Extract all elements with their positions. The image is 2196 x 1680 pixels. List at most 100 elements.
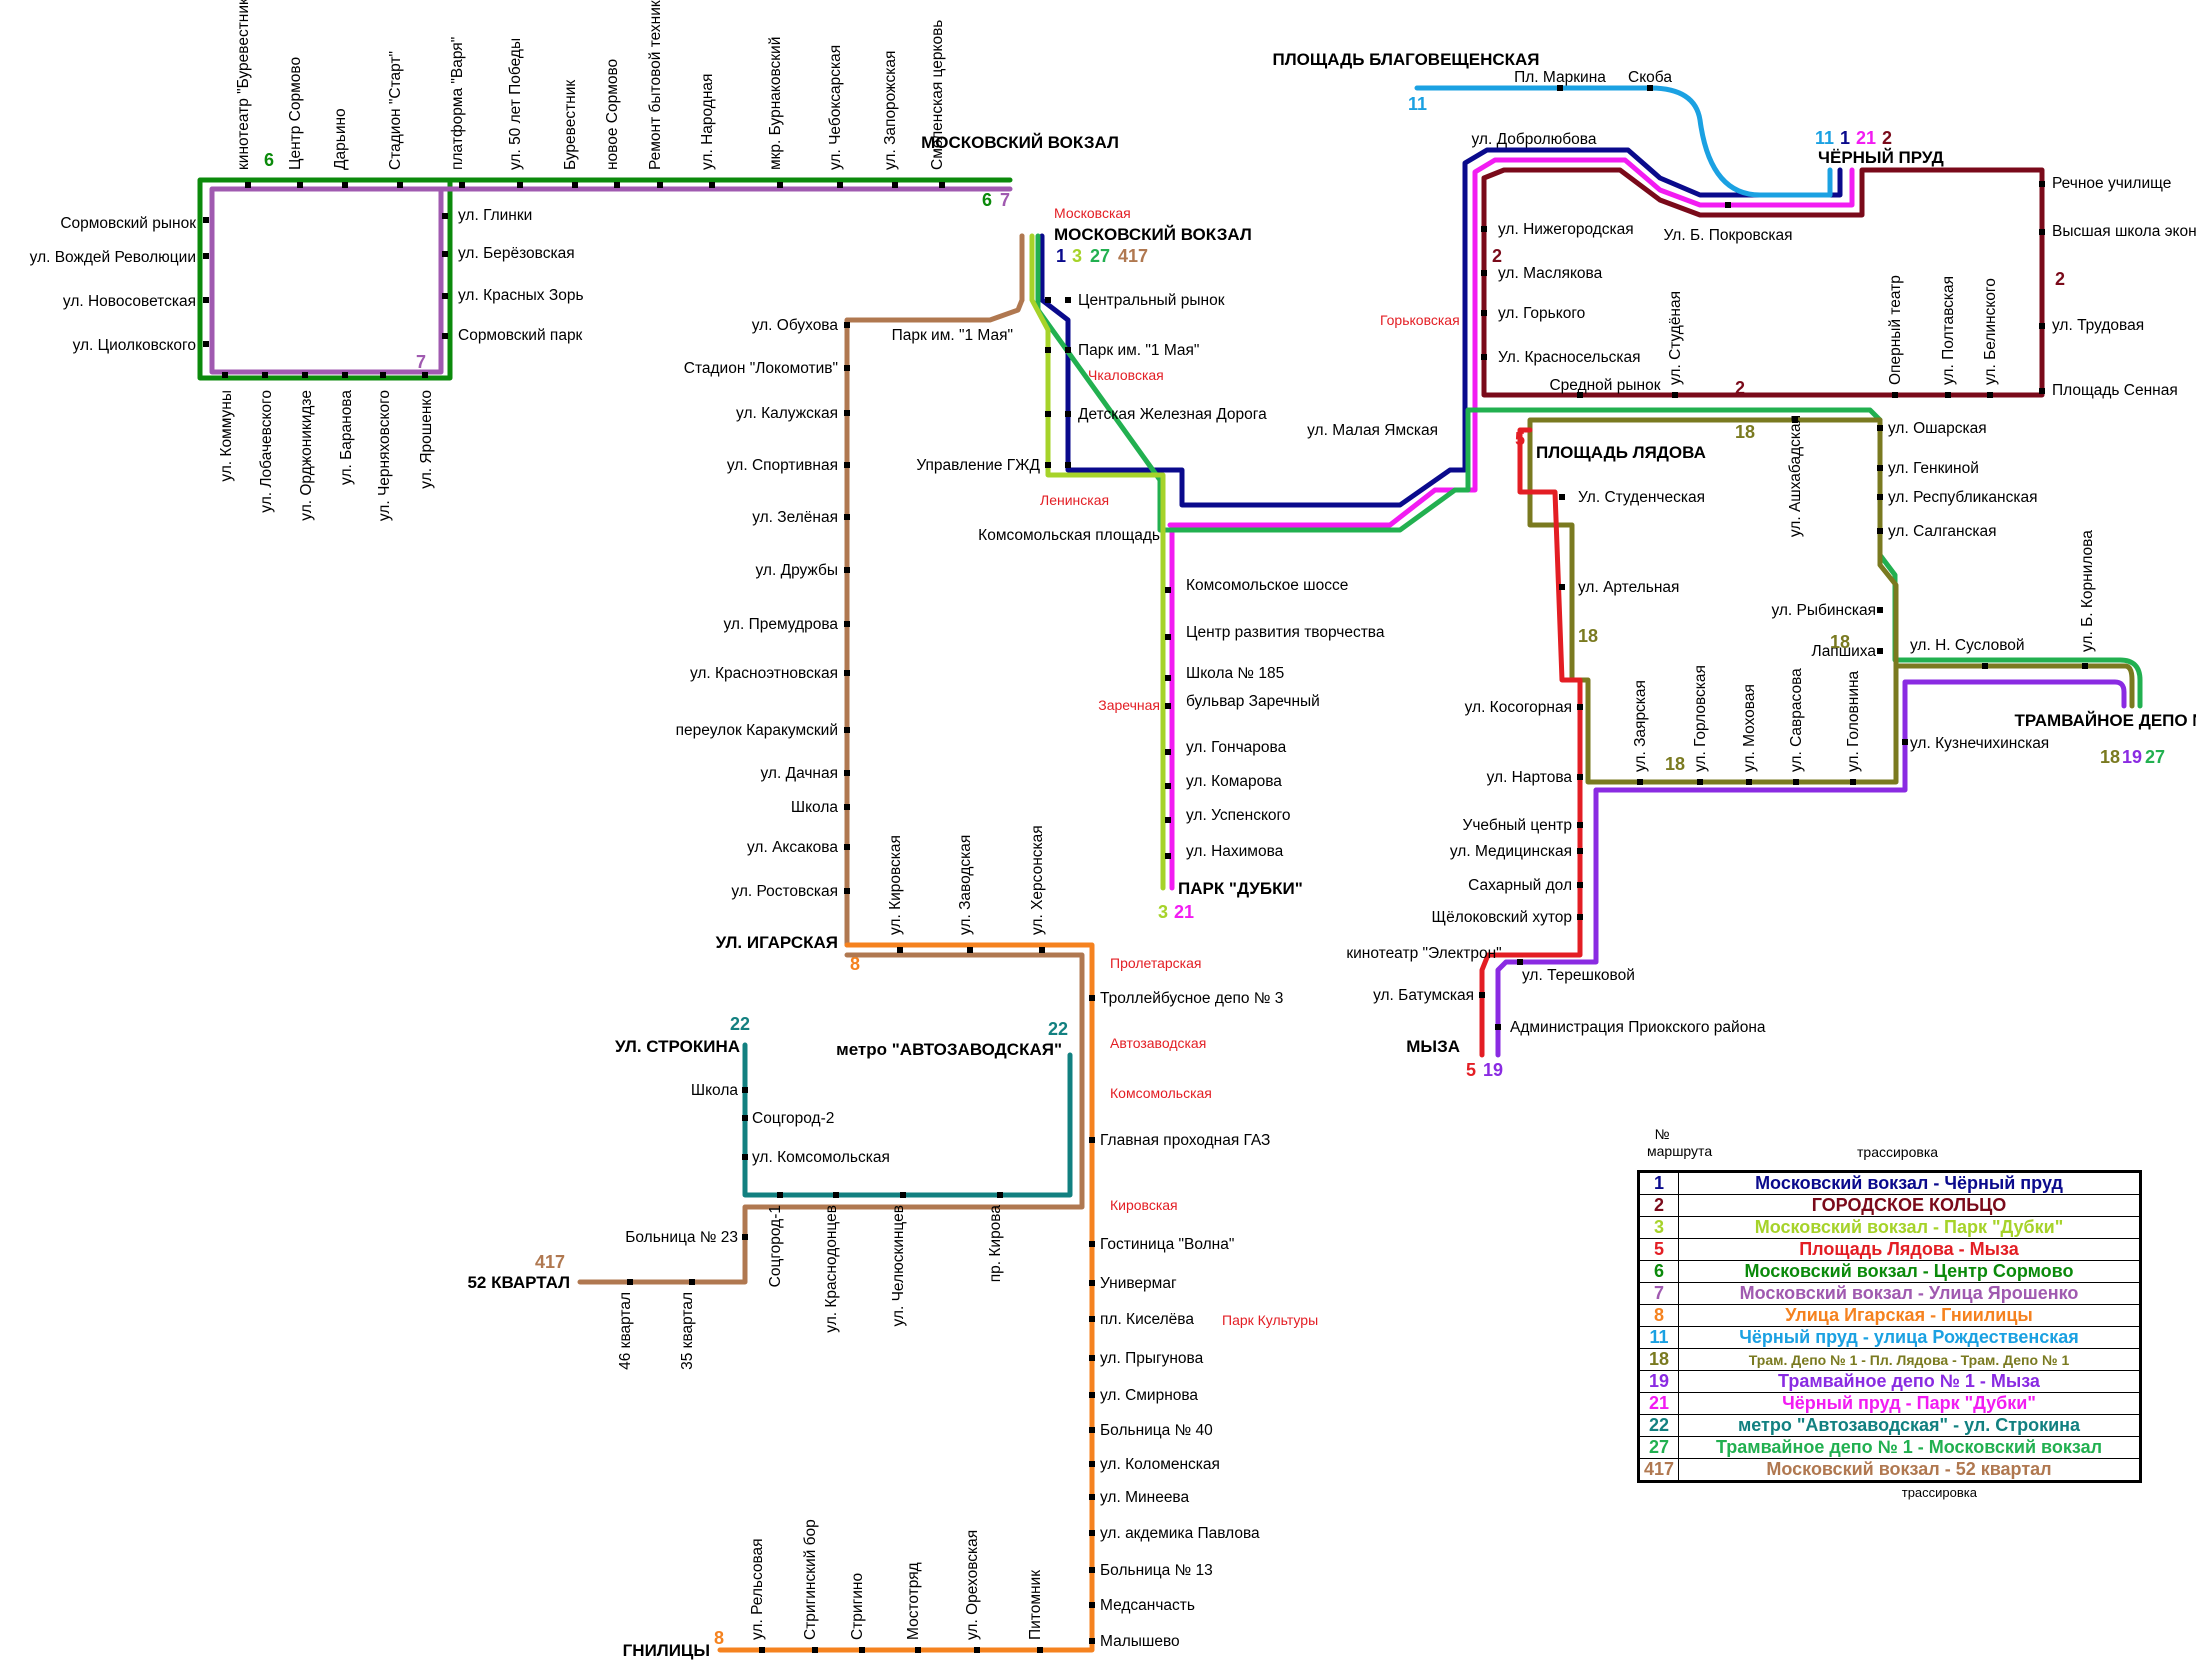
station-label: ул. Косогорная — [1465, 699, 1572, 716]
legend-header-num: № маршрута — [1647, 1126, 1713, 1159]
stop-marker — [1577, 848, 1583, 854]
station-label: Школа № 185 — [1186, 665, 1284, 682]
station-label: ул. Рельсовая — [749, 1538, 766, 1640]
station-label: Стригино — [849, 1573, 866, 1640]
station-label: Сормовский рынок — [60, 215, 196, 232]
route-number: 2 — [1492, 246, 1502, 266]
station-label: пр. Кирова — [987, 1205, 1004, 1283]
station-label: бульвар Заречный — [1186, 693, 1320, 710]
terminal-label: УЛ. СТРОКИНА — [615, 1037, 740, 1056]
stop-marker — [297, 182, 303, 188]
station-label: ул. Прыгунова — [1100, 1350, 1204, 1367]
stop-marker — [1045, 411, 1051, 417]
stop-marker — [245, 182, 251, 188]
station-label: ул. Гончарова — [1186, 739, 1287, 756]
stop-marker — [1481, 310, 1487, 316]
stop-marker — [844, 727, 850, 733]
station-label: ул. Б. Корнилова — [2079, 530, 2096, 652]
stop-marker — [397, 182, 403, 188]
station-label: ул. Головнина — [1845, 670, 1862, 772]
route-11-line — [1414, 85, 1833, 198]
stop-marker — [1877, 494, 1883, 500]
stop-marker — [1089, 1638, 1095, 1644]
route-number: 6 — [982, 190, 992, 210]
station-label: ул. Саврасова — [1788, 668, 1805, 772]
station-label: Универмаг — [1100, 1275, 1177, 1292]
station-label: Школа — [791, 799, 838, 816]
route-number: 19 — [1483, 1060, 1503, 1080]
route-21-line — [1167, 157, 1855, 528]
stop-marker — [844, 770, 850, 776]
station-label: ул. Батумская — [1373, 987, 1474, 1004]
station-label: Администрация Приокского района — [1510, 1019, 1766, 1036]
stop-marker — [967, 947, 973, 953]
station-label: Стадион "Старт" — [387, 51, 404, 170]
stop-marker — [1165, 703, 1171, 709]
stop-marker — [442, 251, 448, 257]
station-label: Высшая школа экономики — [2052, 223, 2196, 240]
station-label: ул. Краснодонцев — [823, 1205, 840, 1333]
station-label: Ремонт бытовой техники — [647, 0, 664, 170]
stop-marker — [939, 182, 945, 188]
stop-marker — [1045, 462, 1051, 468]
station-label: ул. Моховая — [1741, 684, 1758, 772]
stop-marker — [1045, 297, 1051, 303]
station-label: Центральный рынок — [1078, 292, 1225, 309]
station-label: ул. Заярская — [1632, 680, 1649, 772]
station-label: ул. Генкиной — [1888, 460, 1979, 477]
stop-marker — [1892, 392, 1898, 398]
stop-marker — [844, 844, 850, 850]
legend-header-route: трассировка — [1857, 1144, 1939, 1160]
stop-marker — [1877, 465, 1883, 471]
station-label: Ул. Б. Покровская — [1664, 227, 1793, 244]
stop-marker — [742, 1087, 748, 1093]
station-label: мкр. Бурнаковский — [767, 37, 784, 170]
station-label: ул. Коммуны — [218, 390, 235, 482]
stop-marker — [1577, 392, 1583, 398]
route-number: 11 — [1408, 94, 1427, 114]
station-label: ул. Ошарская — [1888, 420, 1987, 437]
stop-marker — [844, 322, 850, 328]
stop-marker — [844, 410, 850, 416]
stop-marker — [1637, 779, 1643, 785]
station-label: кинотеатр "Электрон" — [1346, 945, 1501, 962]
legend-route-number: 6 — [1638, 1260, 1679, 1283]
station-label: ул. Белинского — [1982, 278, 1999, 385]
stop-marker — [222, 372, 228, 378]
stop-marker — [892, 182, 898, 188]
station-label: Гостиница "Волна" — [1100, 1236, 1234, 1253]
station-label: кинотеатр "Буревестник" — [235, 0, 252, 170]
route-number: 18 — [2100, 747, 2120, 767]
stop-marker — [2039, 181, 2045, 187]
stop-marker — [1481, 270, 1487, 276]
route-18-depo — [1893, 663, 2135, 709]
station-label: Ул. Красносельская — [1498, 349, 1641, 366]
station-label: ул. Красных Зорь — [458, 287, 584, 304]
stop-marker — [342, 372, 348, 378]
station-label: ул. Добролюбова — [1472, 131, 1597, 148]
stop-marker — [442, 333, 448, 339]
station-label: Детская Железная Дорога — [1078, 406, 1267, 423]
legend-route-description: Трамвайное депо № 1 - Мыза — [1678, 1370, 2141, 1393]
stop-marker — [380, 372, 386, 378]
station-label: ул. Нартова — [1487, 769, 1573, 786]
terminal-label: ТРАМВАЙНОЕ ДЕПО № 1 — [2015, 711, 2196, 730]
route-number: 5 — [1515, 429, 1525, 449]
stop-marker — [1089, 1427, 1095, 1433]
station-label: ул. Ореховская — [964, 1530, 981, 1640]
stop-marker — [1792, 417, 1798, 423]
stop-marker — [1065, 462, 1071, 468]
route-19-line — [1495, 679, 2127, 1058]
stop-marker — [1557, 85, 1563, 91]
stop-marker — [897, 947, 903, 953]
route-number: 18 — [1735, 422, 1755, 442]
legend-route-number: 19 — [1638, 1370, 1679, 1393]
station-label: Мостотряд — [905, 1562, 922, 1640]
